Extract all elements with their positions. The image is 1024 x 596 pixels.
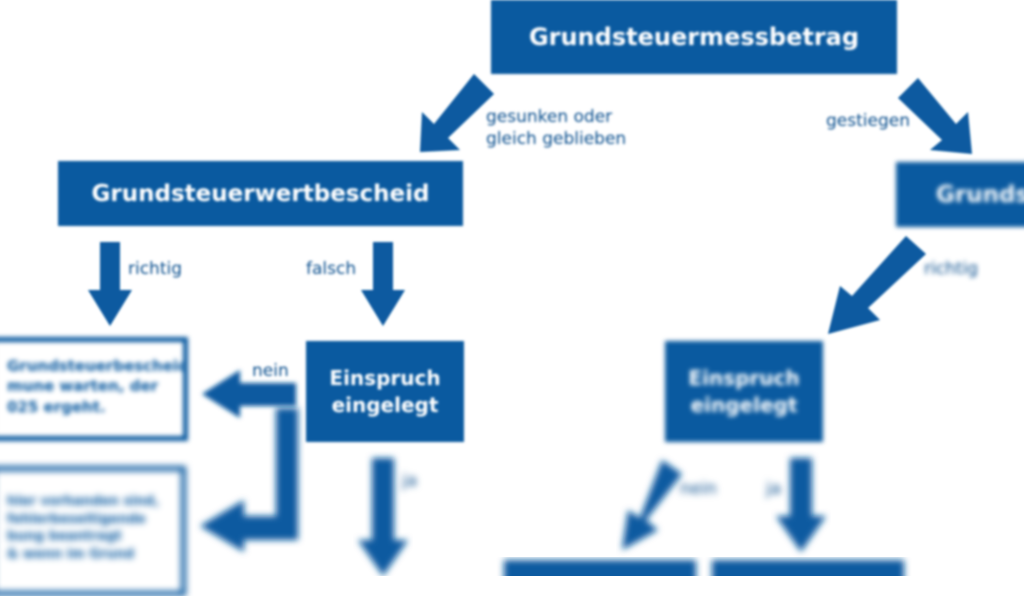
arrow-right-nein xyxy=(622,460,682,550)
right-box-partial: Grunds xyxy=(896,162,1024,227)
arrow-left-falsch xyxy=(361,242,405,326)
arrow-l-shape xyxy=(200,408,298,552)
bottom-box-left xyxy=(504,560,696,576)
label-ja-right: ja xyxy=(766,479,782,499)
arrow-top-to-left xyxy=(420,74,494,152)
einspruch-right-label: Einspruch eingelegt xyxy=(688,365,800,417)
label-gestiegen: gestiegen xyxy=(826,111,910,131)
einspruch-box-left: Einspruch eingelegt xyxy=(306,341,464,442)
arrow-nein-left xyxy=(202,370,296,418)
arrow-top-to-right xyxy=(898,78,972,154)
arrows-layer xyxy=(88,74,972,576)
grundsteuermessbetrag-label: Grundsteuermessbetrag xyxy=(528,23,860,51)
label-gesunken: gesunken oder gleich geblieben xyxy=(486,107,627,150)
arrow-left-richtig xyxy=(88,242,132,326)
einspruch-box-right: Einspruch eingelegt xyxy=(665,341,823,442)
grundsteuerwertbescheid-box: Grundsteuerwertbescheid xyxy=(58,161,463,226)
arrow-right-ja xyxy=(776,458,826,552)
label-richtig-left: richtig xyxy=(128,259,183,279)
grundsteuerwertbescheid-label: Grundsteuerwertbescheid xyxy=(91,180,430,207)
arrow-ja-left xyxy=(358,458,408,576)
arrow-right-richtig xyxy=(828,236,926,334)
right-box-partial-label: Grunds xyxy=(936,181,1024,208)
einspruch-left-label: Einspruch eingelegt xyxy=(329,365,441,417)
info-box-fehler: hler vorhanden sind, fehlerbeseitigende … xyxy=(0,466,186,596)
info-box-grundsteuerbescheid: Grundsteuerbescheid mune warten, der 025… xyxy=(0,337,189,441)
label-nein-left: nein xyxy=(252,361,289,381)
label-falsch: falsch xyxy=(306,259,357,279)
label-richtig-right: richtig xyxy=(924,259,979,279)
label-ja-left: ja xyxy=(402,471,418,491)
grundsteuermessbetrag-box: Grundsteuermessbetrag xyxy=(491,0,897,74)
label-nein-right: nein xyxy=(680,479,717,499)
bottom-box-right xyxy=(712,560,904,576)
